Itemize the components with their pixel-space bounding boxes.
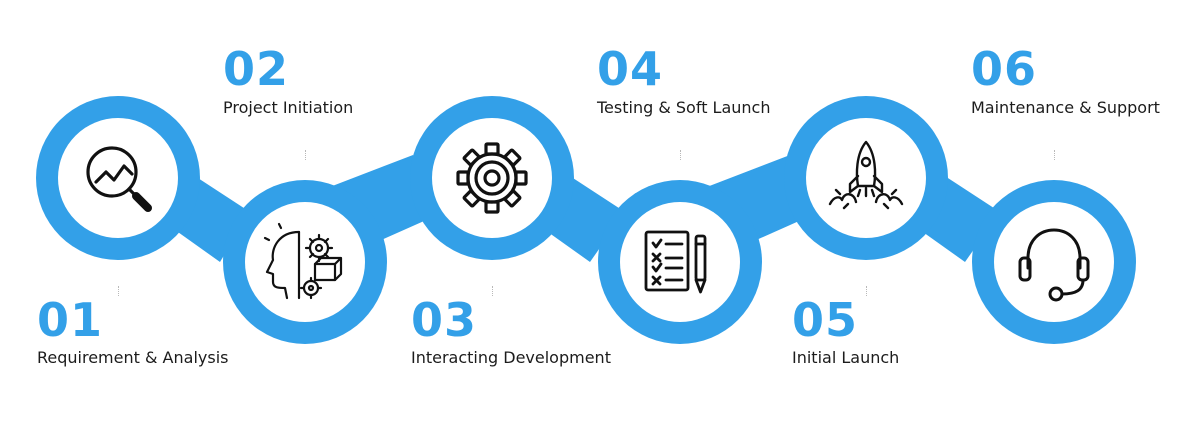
marker-tick — [118, 286, 119, 296]
checklist-pencil-icon — [644, 230, 707, 294]
step-label: Interacting Development — [411, 348, 611, 367]
step-label: Testing & Soft Launch — [597, 98, 771, 117]
marker-tick — [1054, 150, 1055, 160]
step-number: 01 — [37, 293, 104, 347]
rocket-icon — [828, 140, 904, 210]
marker-tick — [492, 286, 493, 296]
step-label: Maintenance & Support — [971, 98, 1160, 117]
step-number: 02 — [223, 42, 290, 96]
marker-tick — [680, 150, 681, 160]
gear-icon — [456, 142, 528, 214]
step-label: Initial Launch — [792, 348, 900, 367]
marker-tick — [305, 150, 306, 160]
step-label: Requirement & Analysis — [37, 348, 229, 367]
step-label: Project Initiation — [223, 98, 354, 117]
step-number: 06 — [971, 42, 1038, 96]
step-number: 04 — [597, 42, 664, 96]
headset-icon — [1018, 228, 1090, 302]
brain-gears-icon — [263, 222, 343, 300]
marker-tick — [866, 286, 867, 296]
step-number: 05 — [792, 293, 859, 347]
step-number: 03 — [411, 293, 478, 347]
magnifier-chart-icon — [86, 146, 152, 212]
